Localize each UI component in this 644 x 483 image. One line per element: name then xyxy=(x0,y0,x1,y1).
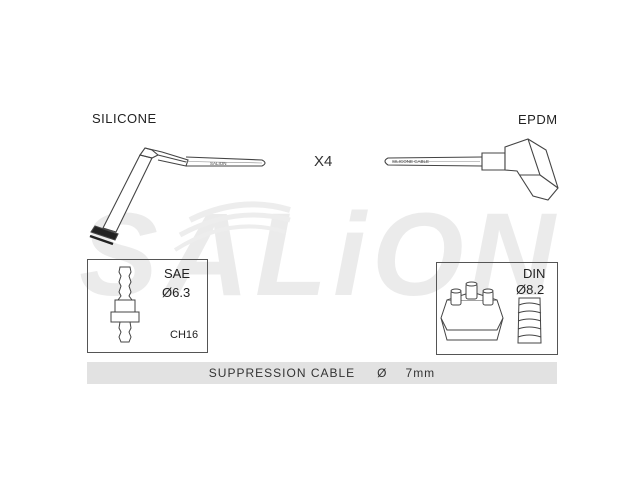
din-diameter-label: Ø8.2 xyxy=(516,282,545,297)
right-boot-drawing xyxy=(481,138,559,201)
right-cable-drawing xyxy=(384,156,483,167)
sae-standard-label: SAE xyxy=(164,266,191,281)
spark-plug-terminal-drawing xyxy=(110,266,140,343)
distributor-cap-drawing xyxy=(440,281,542,344)
din-standard-label: DIN xyxy=(523,266,546,281)
left-cable-print: SALION xyxy=(210,161,227,166)
diameter-symbol: Ø xyxy=(377,366,388,380)
left-boot-drawing xyxy=(89,147,189,246)
right-cable-print: SILICONE CABLE xyxy=(392,159,429,164)
sae-terminal-box: SAE Ø6.3 CH16 xyxy=(87,259,208,353)
left-cable-drawing xyxy=(185,156,266,167)
silicone-label: SILICONE xyxy=(92,111,157,126)
epdm-label: EPDM xyxy=(518,112,558,127)
sae-diameter-label: Ø6.3 xyxy=(162,285,191,300)
suppression-cable-label: SUPPRESSION CABLE xyxy=(208,366,356,380)
salion-watermark-logo: SALiON xyxy=(79,200,555,310)
sae-code-label: CH16 xyxy=(170,329,199,341)
din-terminal-box: DIN Ø8.2 xyxy=(436,262,558,355)
cable-size-value: 7mm xyxy=(405,366,436,380)
quantity-label: X4 xyxy=(314,153,333,170)
suppression-cable-bar: SUPPRESSION CABLE Ø 7mm xyxy=(87,362,557,384)
